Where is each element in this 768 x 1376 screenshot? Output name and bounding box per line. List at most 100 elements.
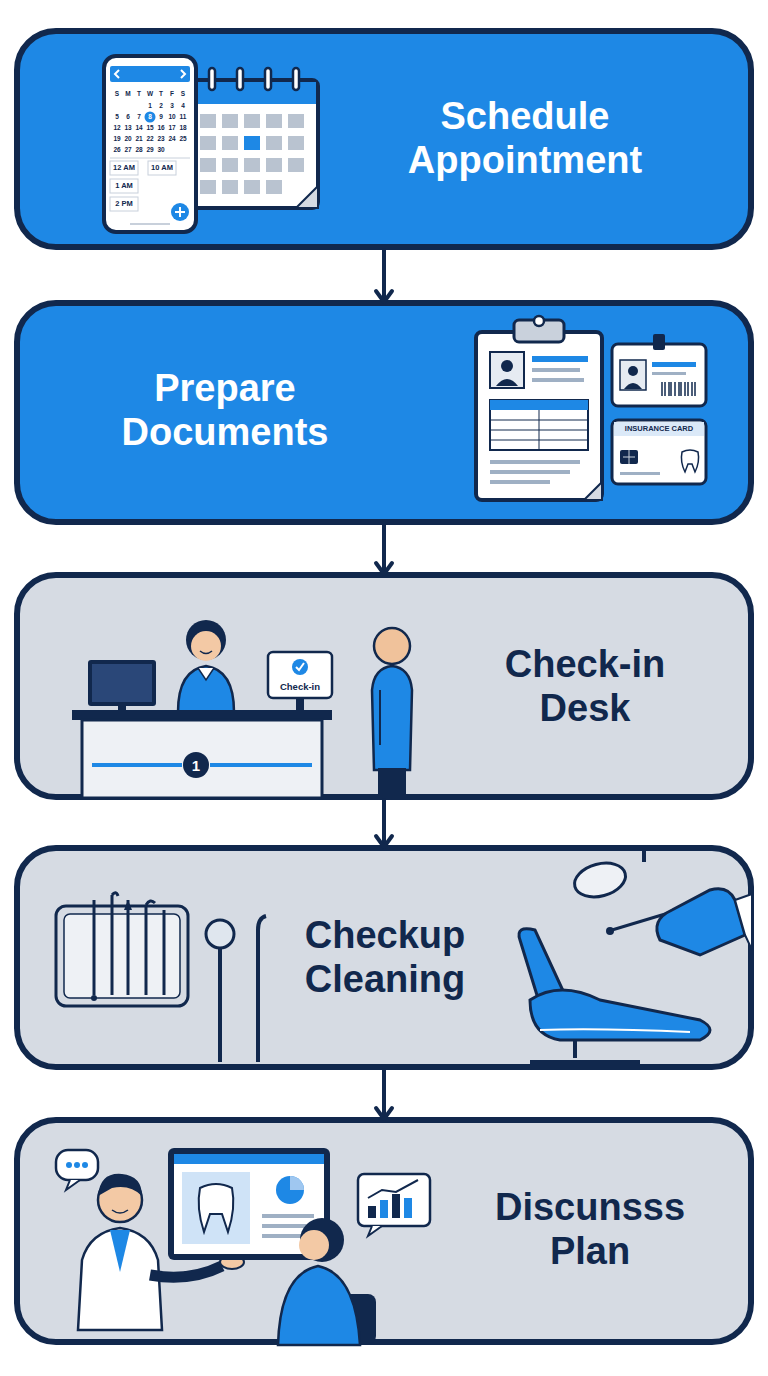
dental-tools-illustration-part (64, 914, 180, 998)
consultation-illustration-part (66, 1180, 80, 1190)
consultation-illustration-part (404, 1198, 412, 1218)
documents-illustration-part (532, 356, 588, 362)
documents-illustration-part (620, 450, 638, 464)
calendar-illustration-part (130, 223, 170, 225)
calendar-illustration-part (200, 158, 216, 172)
documents-illustration-part (490, 420, 588, 421)
documents-illustration-part (534, 316, 544, 326)
consultation-illustration (56, 1148, 430, 1345)
calendar-illustration-part (244, 114, 260, 128)
process-box: Prepare Documents (14, 300, 754, 525)
documents-illustration-part (628, 366, 638, 376)
dental-tools-illustration-part (606, 927, 614, 935)
calendar-illustration-part (104, 56, 196, 232)
calendar-illustration-part (288, 158, 304, 172)
check-in-illustration-part (183, 752, 209, 778)
consultation-illustration-part (78, 1228, 162, 1330)
calendar-illustration-part (110, 66, 190, 82)
process-box: Checkup Cleaning (14, 845, 754, 1070)
calendar-illustration-part (265, 68, 271, 90)
check-in-illustration-part (374, 628, 410, 664)
dental-tools-illustration-part (218, 948, 222, 1062)
consultation-illustration-part (112, 1210, 128, 1213)
documents-illustration-part (490, 440, 588, 441)
check-in-illustration (72, 620, 412, 800)
consultation-illustration-part (380, 1200, 388, 1218)
dental-tools-illustration-part (735, 894, 752, 950)
step-title: Checkup Cleaning (255, 913, 515, 1001)
step-title: Prepare Documents (85, 366, 365, 454)
consultation-illustration-part (300, 1218, 344, 1262)
consultation-illustration-part (168, 1148, 330, 1260)
documents-illustration-part (612, 420, 706, 484)
calendar-illustration-part (200, 136, 216, 150)
dental-tools-illustration-part (600, 848, 644, 862)
calendar-illustration-part (222, 158, 238, 172)
calendar-illustration-part (200, 180, 216, 194)
calendar-illustration-part (181, 70, 185, 78)
documents-illustration-part (620, 472, 660, 475)
dental-tools-illustration-part (124, 900, 132, 910)
calendar-illustration-part (186, 80, 318, 208)
flow-arrow (382, 1070, 386, 1119)
documents-illustration-part (490, 460, 580, 464)
dental-tools-illustration-part (163, 910, 166, 995)
calendar-illustration (104, 56, 318, 232)
documents-illustration-part (490, 352, 524, 388)
consultation-illustration-part (290, 1176, 304, 1190)
calendar-illustration-part (266, 136, 282, 150)
dental-tools-illustration-part (530, 1040, 640, 1062)
calendar-illustration-part (237, 68, 243, 90)
documents-illustration-part (490, 470, 570, 474)
documents-illustration-part (490, 400, 588, 450)
documents-illustration-part (623, 450, 635, 464)
consultation-illustration-part (276, 1176, 304, 1204)
documents-illustration-part (662, 382, 695, 396)
dental-tools-illustration-part (571, 858, 630, 902)
consultation-illustration-part (174, 1154, 324, 1254)
consultation-illustration-part (150, 1266, 222, 1277)
flow-arrow (382, 250, 386, 302)
documents-illustration-part (614, 422, 704, 436)
step-title: Check-in Desk (455, 642, 715, 730)
calendar-illustration-part (200, 114, 216, 128)
consultation-illustration-part (74, 1162, 80, 1168)
check-in-illustration-part (379, 690, 381, 745)
calendar-illustration-part (266, 114, 282, 128)
consultation-illustration-part (98, 1174, 142, 1196)
calendar-illustration-part (148, 161, 176, 175)
check-in-illustration-part (191, 631, 221, 661)
dental-tools-illustration-part (258, 916, 266, 1062)
check-in-illustration-part (292, 659, 308, 675)
calendar-illustration-part (222, 180, 238, 194)
consultation-illustration-part (82, 1162, 88, 1168)
dental-tools-illustration-part (206, 920, 234, 948)
check-in-illustration-part (200, 651, 212, 654)
check-in-illustration-part (118, 704, 126, 712)
dental-tools-illustration-part (56, 906, 188, 1006)
calendar-illustration-part (296, 186, 318, 208)
documents-illustration-part (490, 400, 588, 410)
consultation-illustration-part (262, 1214, 314, 1218)
consultation-illustration-part (262, 1234, 312, 1238)
documents-illustration-part (532, 378, 584, 382)
dental-tools-illustration-part (146, 901, 155, 995)
documents-illustration-part (532, 368, 580, 372)
calendar-illustration-part (266, 158, 282, 172)
consultation-illustration-part (174, 1154, 324, 1164)
check-in-illustration-part (178, 666, 234, 712)
dental-tools-illustration-part (93, 900, 96, 995)
check-in-illustration-part (296, 663, 304, 670)
calendar-illustration-part (110, 161, 138, 175)
check-in-illustration-part (82, 720, 322, 798)
consultation-illustration-part (392, 1194, 400, 1218)
process-box: Schedule Appointment (14, 28, 754, 250)
calendar-illustration-part (209, 68, 215, 90)
documents-illustration-part (514, 320, 564, 342)
documents-illustration-part (496, 379, 518, 386)
calendar-illustration-part (288, 136, 304, 150)
dental-tools-illustration-part (112, 893, 118, 995)
dental-tools-illustration-part (91, 995, 97, 1001)
